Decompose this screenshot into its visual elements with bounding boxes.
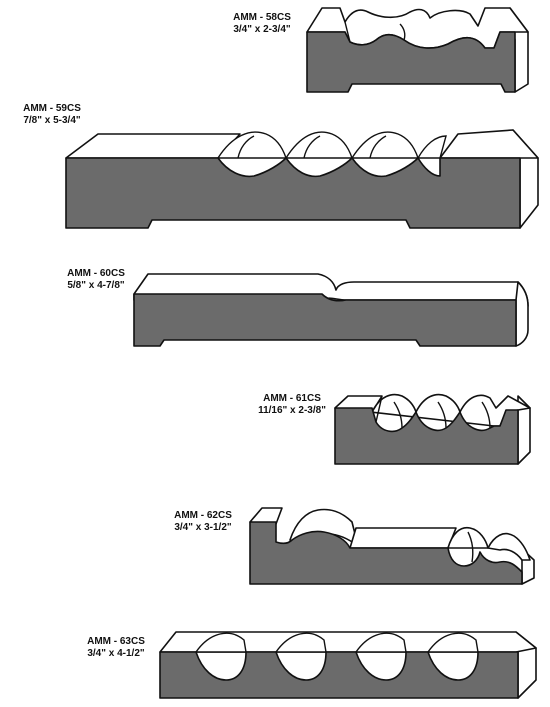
molding-size: 7/8" x 5-3/4" — [23, 115, 81, 126]
molding-model: AMM - 63CS — [87, 636, 145, 647]
molding-label-63cs: AMM - 63CS 3/4" x 4-1/2" — [68, 636, 164, 660]
molding-model: AMM - 62CS — [174, 510, 232, 521]
molding-size: 5/8" x 4-7/8" — [67, 280, 125, 291]
molding-model: AMM - 61CS — [263, 393, 321, 404]
molding-label-62cs: AMM - 62CS 3/4" x 3-1/2" — [158, 510, 248, 534]
molding-label-61cs: AMM - 61CS 11/16" x 2-3/8" — [240, 393, 344, 417]
molding-model: AMM - 60CS — [67, 268, 125, 279]
molding-size: 3/4" x 4-1/2" — [87, 648, 145, 659]
molding-size: 3/4" x 3-1/2" — [174, 522, 232, 533]
molding-size: 3/4" x 2-3/4" — [233, 24, 291, 35]
molding-model: AMM - 58CS — [233, 12, 291, 23]
molding-label-59cs: AMM - 59CS 7/8" x 5-3/4" — [2, 103, 102, 127]
molding-label-60cs: AMM - 60CS 5/8" x 4-7/8" — [48, 268, 144, 292]
molding-58cs-drawing — [306, 7, 529, 93]
molding-60cs-drawing — [133, 273, 529, 347]
molding-size: 11/16" x 2-3/8" — [258, 405, 326, 416]
molding-61cs-drawing — [334, 393, 531, 465]
molding-label-58cs: AMM - 58CS 3/4" x 2-3/4" — [214, 12, 310, 36]
molding-63cs-drawing — [159, 631, 537, 699]
molding-model: AMM - 59CS — [23, 103, 81, 114]
molding-59cs-drawing — [65, 129, 539, 229]
molding-62cs-drawing — [249, 507, 535, 585]
